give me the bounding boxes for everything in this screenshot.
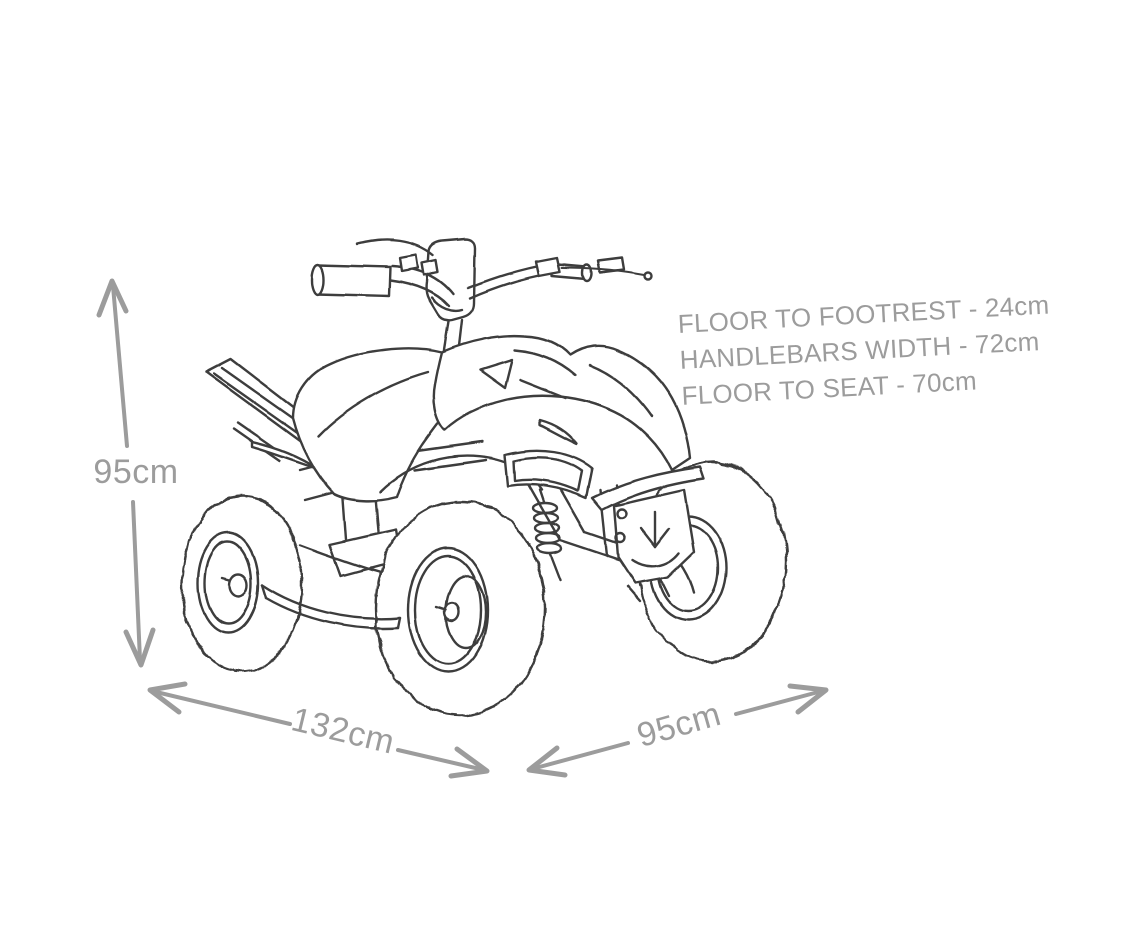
front-left-wheel — [373, 499, 547, 717]
front-plate — [425, 237, 477, 322]
body-fairing — [378, 334, 692, 500]
left-grip — [310, 263, 392, 298]
spec-text-block: FLOOR TO FOOTREST - 24cm HANDLEBARS WIDT… — [677, 286, 1062, 414]
dimension-arrows — [96, 278, 829, 779]
left-brake-lever — [355, 238, 435, 257]
footrest-bar — [260, 583, 402, 630]
front-shock — [531, 488, 563, 582]
right-brake-lever — [561, 267, 645, 276]
height-dimension-arrow — [96, 278, 156, 668]
handlebars — [310, 238, 653, 308]
rear-rack — [204, 357, 323, 471]
rear-left-wheel — [180, 494, 304, 674]
quad-bike — [180, 237, 788, 717]
length-dimension-arrow — [147, 681, 490, 779]
width-dimension-arrow — [526, 683, 829, 778]
front-bumper — [590, 465, 706, 603]
brand-arrow-icon — [630, 510, 681, 568]
height-dimension-label: 95cm — [93, 453, 179, 491]
